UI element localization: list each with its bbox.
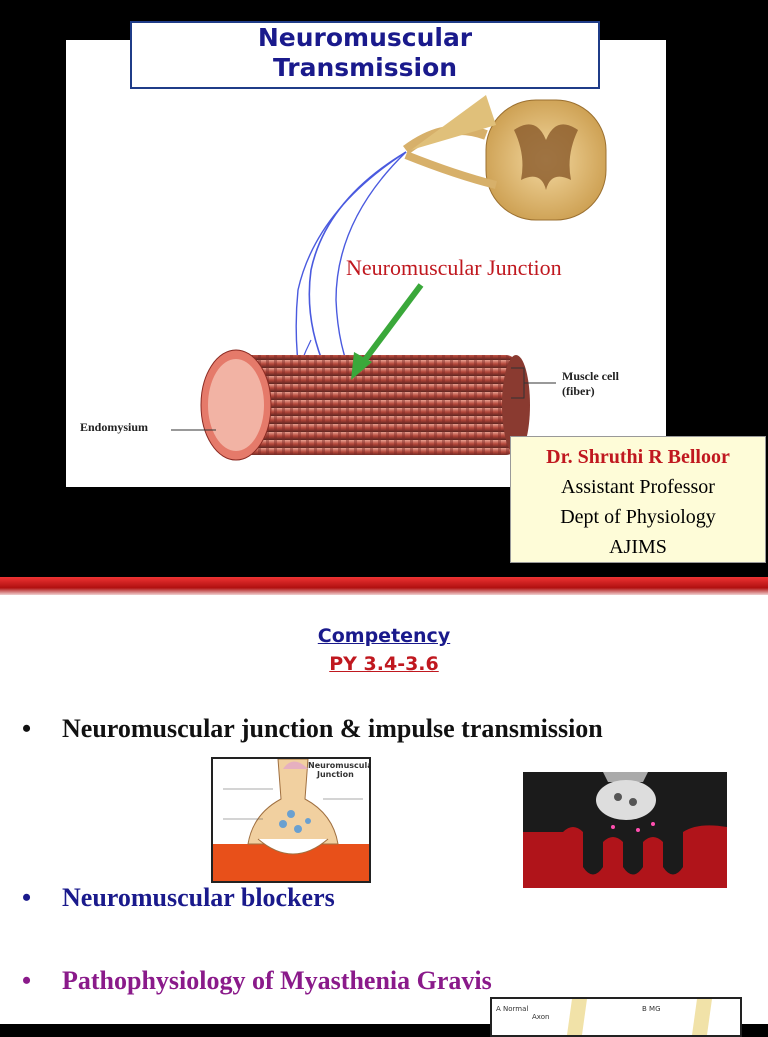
muscle-nerve-illustration [171,95,607,461]
muscle-cell-label: Muscle cell (fiber) [562,369,619,399]
author-name: Dr. Shruthi R Belloor [546,446,730,468]
title-slide: Neuromuscular Junction Muscle cell (fibe… [66,21,766,563]
competency-slide: Competency PY 3.4-3.6 • Neuromuscular jun… [0,577,768,1037]
neuromuscular-figure: Neuromuscular Junction Muscle cell (fibe… [66,40,666,487]
nmj-inset-title-line2: Junction [317,770,354,779]
title-box: Neuromuscular Transmission [130,21,600,89]
mg-inset-mg-label: B MG [642,1005,661,1013]
author-dept: Dept of Physiology [560,506,716,528]
synapse-diagram [523,772,727,888]
bullet-item: • Neuromuscular junction & impulse transm… [22,713,603,745]
bullet-text: Pathophysiology of Myasthenia Gravis [62,966,492,995]
junction-label: Neuromuscular Junction [346,255,562,280]
bullet-text: Neuromuscular blockers [62,883,335,912]
bullet-item: • Pathophysiology of Myasthenia Gravis [22,965,492,997]
mg-inset-axon-label: Axon [532,1013,550,1021]
mg-inset-normal-label: A Normal [496,1005,529,1013]
competency-code: PY 3.4-3.6 [329,653,439,675]
author-institution: AJIMS [609,536,667,558]
nmj-inset-title-line1: Neuromuscular [308,761,371,770]
muscle-cell-label-line2: (fiber) [562,384,595,398]
bullet-text: Neuromuscular junction & impulse transmi… [62,714,603,743]
title-line2: Transmission [272,53,458,82]
title-line1: Neuromuscular [257,23,473,52]
author-box: Dr. Shruthi R Belloor Assistant Professo… [510,436,766,563]
synapse-animation-image [523,772,727,888]
muscle-cell-label-line1: Muscle cell [562,369,619,383]
competency-heading: Competency [317,625,451,647]
bullet-dot-icon: • [22,714,32,743]
mg-diagram [567,999,712,1035]
bullet-item: • Neuromuscular blockers [22,882,335,914]
nmj-inset-image: Neuromuscular Junction [211,757,371,883]
bullet-dot-icon: • [22,883,32,912]
header-band [0,577,768,595]
bullet-dot-icon: • [22,966,32,995]
endomysium-label: Endomysium [80,420,149,434]
nmj-diagram [213,759,369,881]
author-role: Assistant Professor [561,476,715,498]
myasthenia-gravis-inset-image: A Normal Axon B MG [490,997,742,1037]
